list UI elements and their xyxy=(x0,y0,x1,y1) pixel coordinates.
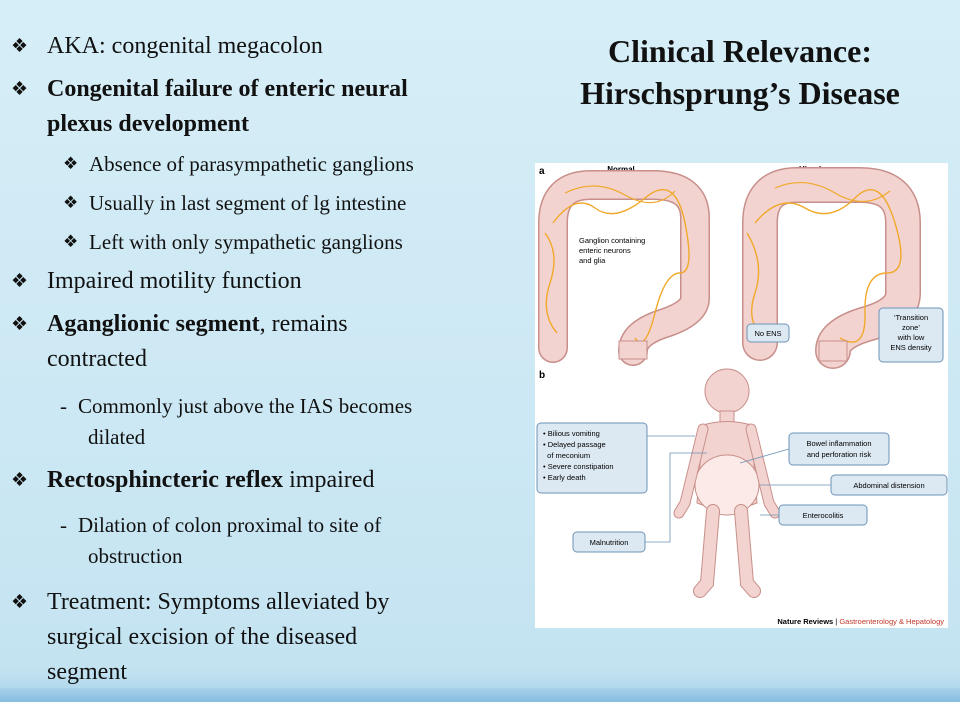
enterocolitis-label: Enterocolitis xyxy=(803,511,844,520)
symptom-1: • Bilious vomiting xyxy=(543,429,600,438)
bullet-diamond-icon: ❖ xyxy=(11,592,29,613)
normal-label-1: Normal xyxy=(607,165,635,174)
dash-item-2: - Dilation of colon proximal to site of … xyxy=(60,510,381,572)
dash-marker: - xyxy=(60,394,67,418)
sub-diamond-icon: ❖ xyxy=(63,193,79,212)
ganglion-label-1: Ganglion containing xyxy=(579,236,645,245)
bullet-diamond-icon: ❖ xyxy=(11,36,29,57)
transition-label-1: ‘Transition xyxy=(894,313,928,322)
sub-diamond-icon: ❖ xyxy=(63,154,79,173)
abdominal-label: Abdominal distension xyxy=(853,481,924,490)
hirschsprung-figure: a Normal colon Hirschsprung disease xyxy=(535,163,948,628)
bullet-aka: ❖ AKA: congenital megacolon xyxy=(11,29,323,64)
bowel-label-2: and perforation risk xyxy=(807,450,871,459)
bullet-aganglionic: ❖ Aganglionic segment, remains contracte… xyxy=(11,307,348,377)
bowel-label-1: Bowel inflammation xyxy=(806,439,871,448)
symptoms-box xyxy=(536,422,648,494)
transition-label-2: zone’ xyxy=(902,323,920,332)
symptom-4: • Severe constipation xyxy=(543,462,614,471)
sub-bullet-1: ❖ Absence of parasympathetic ganglions xyxy=(63,144,414,184)
child-figure-illustration xyxy=(673,368,781,598)
panel-a-label: a xyxy=(539,166,545,177)
bullet-treatment: ❖ Treatment: Symptoms alleviated by surg… xyxy=(11,585,389,690)
ganglion-label-3: and glia xyxy=(579,256,606,265)
figure-credit: Nature Reviews | Gastroenterology & Hepa… xyxy=(777,617,944,626)
no-ens-box xyxy=(746,323,790,343)
connector-lines xyxy=(645,435,831,543)
sub-diamond-icon: ❖ xyxy=(63,232,79,251)
transition-box xyxy=(878,307,944,363)
transition-label-4: ENS density xyxy=(890,343,932,352)
bullet-diamond-icon: ❖ xyxy=(11,271,29,292)
bullet-diamond-icon: ❖ xyxy=(11,470,29,491)
title-line-1: Clinical Relevance: xyxy=(608,33,872,69)
bowel-box xyxy=(788,432,890,466)
sub-bullet-3: ❖ Left with only sympathetic ganglions xyxy=(63,222,403,262)
symptom-3: of meconium xyxy=(543,451,590,460)
malnutrition-label: Malnutrition xyxy=(590,538,629,547)
no-ens-label: No ENS xyxy=(754,329,781,338)
sub-bullet-2: ❖ Usually in last segment of lg intestin… xyxy=(63,183,406,223)
bullet-motility: ❖ Impaired motility function xyxy=(11,264,302,299)
bullet-rectosphincteric: ❖ Rectosphincteric reflex impaired xyxy=(11,463,374,498)
bullet-diamond-icon: ❖ xyxy=(11,314,29,335)
symptom-5: • Early death xyxy=(543,473,586,482)
symptom-2: • Delayed passage xyxy=(543,440,606,449)
transition-label-3: with low xyxy=(897,333,925,342)
panel-b-label: b xyxy=(539,370,545,381)
normal-colon-illustration xyxy=(538,170,710,366)
bullet-failure: ❖ Congenital failure of enteric neural p… xyxy=(11,72,408,142)
bullet-diamond-icon: ❖ xyxy=(11,79,29,100)
dash-marker: - xyxy=(60,513,67,537)
title-line-2: Hirschsprung’s Disease xyxy=(580,75,900,111)
slide-title: Clinical Relevance: Hirschsprung’s Disea… xyxy=(530,30,950,114)
dash-item-1: - Commonly just above the IAS becomes di… xyxy=(60,391,412,453)
ganglion-label-2: enteric neurons xyxy=(579,246,631,255)
slide-bottom-bar xyxy=(0,688,960,702)
